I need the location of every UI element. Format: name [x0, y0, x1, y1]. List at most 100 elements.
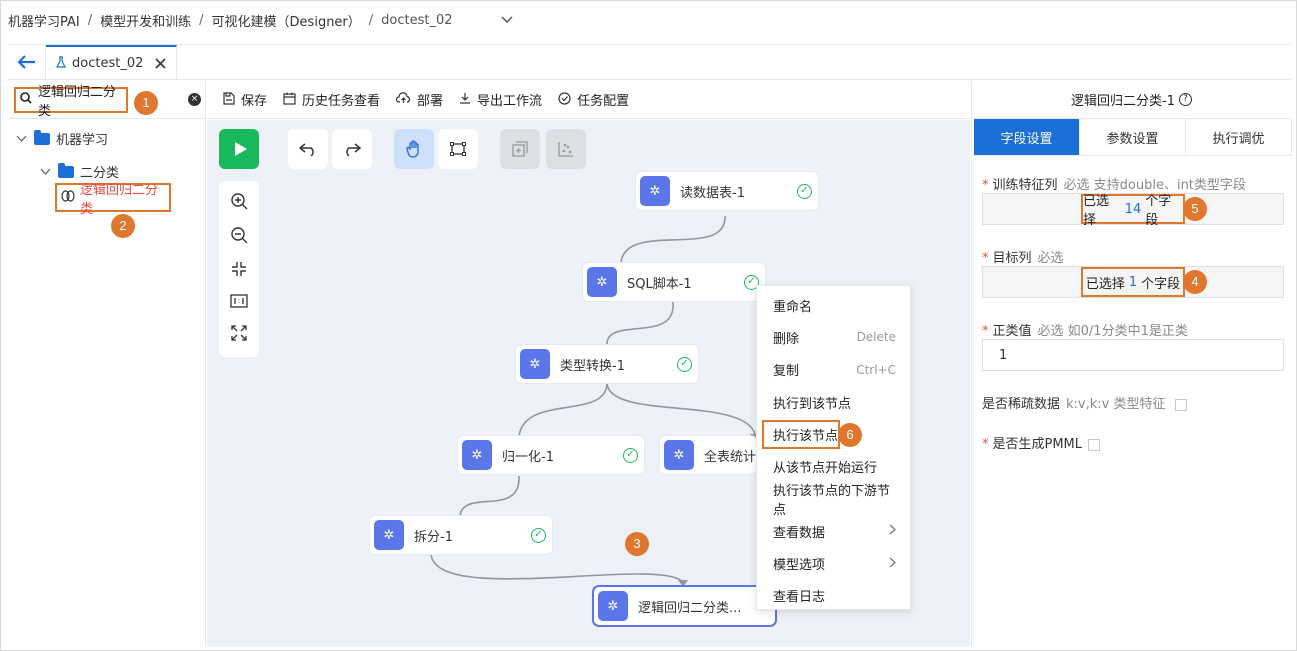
- selection-prefix: 已选择: [1083, 194, 1110, 228]
- menu-item-run-from-node[interactable]: 从该节点开始运行: [757, 450, 910, 482]
- redo-button[interactable]: [332, 129, 372, 169]
- field-label: 是否稀疏数据: [982, 397, 1061, 412]
- breadcrumb-item-pai[interactable]: 机器学习PAI: [8, 14, 80, 30]
- tab-exec-tuning[interactable]: 执行调优: [1186, 119, 1292, 155]
- feature-cols-selector[interactable]: 已选择 14 个字段: [982, 193, 1284, 228]
- menu-item-label: 从该节点开始运行: [773, 461, 878, 477]
- deploy-label: 部署: [417, 94, 444, 109]
- clear-icon[interactable]: ×: [188, 93, 201, 106]
- breadcrumb-item-designer[interactable]: 可视化建模（Designer）: [211, 14, 361, 30]
- auto-layout-button[interactable]: [546, 129, 586, 169]
- actual-size-icon[interactable]: [230, 294, 248, 312]
- history-button[interactable]: 历史任务查看: [283, 90, 380, 109]
- edge-cast-stat: [606, 383, 756, 435]
- pan-mode-button[interactable]: [394, 129, 434, 169]
- chevron-down-icon[interactable]: [501, 13, 513, 27]
- tree-item-logistic-regression[interactable]: 逻辑回归二分类: [55, 183, 171, 217]
- positive-value-label: *正类值必选 如0/1分类中1是正类: [982, 324, 1188, 339]
- task-config-label: 任务配置: [577, 94, 630, 109]
- zoom-in-icon[interactable]: [230, 193, 248, 214]
- component-search-input[interactable]: 逻辑回归二分类: [14, 85, 128, 119]
- help-icon[interactable]: ?: [1178, 93, 1192, 106]
- search-icon: [20, 92, 32, 108]
- target-col-selector[interactable]: 已选择 1 个字段: [982, 266, 1284, 298]
- deploy-button[interactable]: 部署: [395, 90, 444, 109]
- node-type-convert[interactable]: ✲ 类型转换-1 ✓: [516, 345, 698, 383]
- chevron-down-icon[interactable]: [16, 132, 28, 145]
- callout-badge-6: 6: [838, 423, 862, 447]
- feature-cols-selection-summary[interactable]: 已选择 14 个字段: [1081, 194, 1185, 228]
- fit-to-view-icon[interactable]: [231, 261, 247, 281]
- copy-nodes-button[interactable]: [500, 129, 540, 169]
- menu-item-shortcut: Ctrl+C: [856, 362, 896, 377]
- node-sql-script[interactable]: ✲ SQL脚本-1 ✓: [583, 263, 765, 301]
- field-label: 目标列: [992, 251, 1032, 266]
- divider: [8, 118, 206, 119]
- menu-item-label: 查看日志: [773, 590, 826, 606]
- tree-item-label: 机器学习: [56, 133, 109, 148]
- menu-item-model-options[interactable]: 模型选项: [757, 547, 910, 579]
- hand-icon: [406, 140, 419, 158]
- tree-item-binary[interactable]: 二分类: [40, 162, 119, 181]
- back-arrow-icon[interactable]: [8, 45, 46, 79]
- chevron-right-icon: [889, 523, 896, 539]
- close-icon[interactable]: [155, 54, 166, 73]
- menu-item-run-node[interactable]: 执行该节点: [757, 418, 910, 450]
- selection-suffix: 个字段: [1145, 194, 1172, 228]
- box-select-icon: [450, 142, 466, 156]
- node-normalize[interactable]: ✲ 归一化-1 ✓: [458, 436, 644, 474]
- zoom-out-icon[interactable]: [230, 227, 248, 248]
- node-label: 类型转换-1: [560, 358, 625, 374]
- node-logistic-regression[interactable]: ✲ 逻辑回归二分类...: [594, 587, 775, 625]
- sparse-data-checkbox[interactable]: [1175, 398, 1188, 411]
- node-table-stats[interactable]: ✲ 全表统计-: [660, 436, 756, 474]
- positive-value-input[interactable]: 1: [982, 339, 1284, 371]
- tree-item-label: 逻辑回归二分类: [80, 182, 159, 217]
- tab-param-settings[interactable]: 参数设置: [1080, 119, 1186, 155]
- selection-count: 14: [1124, 201, 1142, 217]
- menu-item-rename[interactable]: 重命名: [757, 289, 910, 321]
- flask-icon: [56, 55, 66, 71]
- run-button[interactable]: [219, 129, 259, 169]
- redo-icon: [346, 143, 361, 156]
- history-label: 历史任务查看: [302, 94, 381, 109]
- callout-badge-5: 5: [1183, 197, 1207, 221]
- tree-item-ml[interactable]: 机器学习: [16, 129, 108, 148]
- pmml-checkbox[interactable]: [1088, 438, 1101, 451]
- task-config-button[interactable]: 任务配置: [558, 90, 629, 109]
- check-circle-icon: [558, 91, 571, 108]
- chevron-down-icon[interactable]: [40, 165, 52, 178]
- menu-item-label: 执行该节点的下游节点: [773, 483, 891, 518]
- fullscreen-icon[interactable]: [231, 324, 247, 345]
- node-label: 拆分-1: [414, 529, 453, 545]
- box-select-button[interactable]: [438, 129, 478, 169]
- undo-button[interactable]: [288, 129, 328, 169]
- target-col-selection-summary[interactable]: 已选择 1 个字段: [1081, 267, 1185, 297]
- node-component-icon: ✲: [374, 520, 404, 550]
- node-split[interactable]: ✲ 拆分-1 ✓: [370, 516, 552, 554]
- menu-item-label: 执行到该节点: [773, 396, 852, 412]
- properties-panel: 逻辑回归二分类-1 ? 字段设置 参数设置 执行调优 *训练特征列必选 支持do…: [971, 81, 1292, 647]
- field-hint: 必选 如0/1分类中1是正类: [1037, 324, 1188, 339]
- tab-field-settings[interactable]: 字段设置: [974, 119, 1080, 155]
- export-workflow-button[interactable]: 导出工作流: [459, 90, 542, 109]
- tab-doctest-02[interactable]: doctest_02: [46, 45, 178, 79]
- menu-item-view-log[interactable]: 查看日志: [757, 580, 910, 612]
- callout-badge-2: 2: [111, 214, 135, 238]
- menu-item-view-data[interactable]: 查看数据: [757, 515, 910, 547]
- node-label: 全表统计-: [704, 449, 756, 465]
- scatter-icon: [558, 142, 573, 157]
- save-button[interactable]: 保存: [223, 90, 267, 109]
- menu-item-label: 重命名: [773, 299, 813, 315]
- node-read-table[interactable]: ✲ 读数据表-1 ✓: [636, 172, 818, 210]
- edge-read-sql: [620, 215, 726, 263]
- breadcrumb-item-model-dev[interactable]: 模型开发和训练: [100, 14, 192, 30]
- menu-item-run-to-node[interactable]: 执行到该节点: [757, 386, 910, 418]
- copy-icon: [512, 141, 528, 157]
- menu-item-run-downstream[interactable]: 执行该节点的下游节点: [757, 483, 910, 518]
- save-icon: [223, 91, 235, 108]
- breadcrumb-separator: /: [87, 12, 93, 28]
